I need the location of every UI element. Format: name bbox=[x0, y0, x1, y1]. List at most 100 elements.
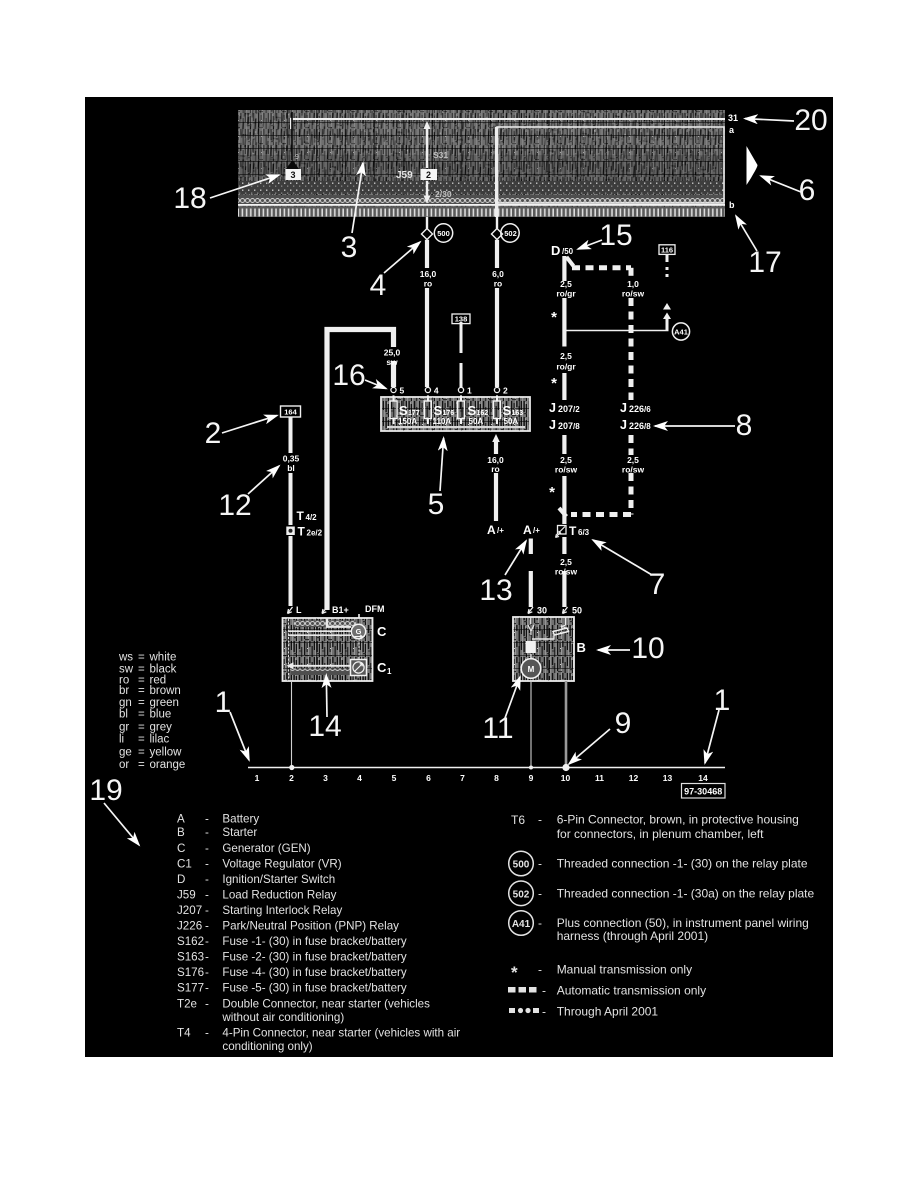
svg-text:6: 6 bbox=[799, 174, 816, 207]
svg-text:15: 15 bbox=[599, 219, 632, 252]
svg-text:/2: /2 bbox=[573, 405, 580, 414]
svg-text:226: 226 bbox=[629, 421, 644, 431]
svg-text:S162: S162 bbox=[177, 935, 204, 948]
svg-text:11: 11 bbox=[595, 773, 604, 783]
svg-text:226: 226 bbox=[629, 404, 644, 414]
svg-text:8: 8 bbox=[494, 773, 499, 783]
svg-text:red: red bbox=[150, 675, 167, 687]
svg-text:2e/2: 2e/2 bbox=[307, 529, 323, 538]
svg-text:J207: J207 bbox=[177, 904, 202, 917]
svg-text:or: or bbox=[119, 759, 129, 771]
svg-text:=: = bbox=[138, 685, 145, 697]
svg-text:10: 10 bbox=[561, 773, 571, 783]
svg-text:2,5: 2,5 bbox=[560, 351, 572, 361]
svg-text:B: B bbox=[177, 826, 185, 839]
svg-text:M: M bbox=[528, 665, 535, 674]
svg-text:J226: J226 bbox=[177, 920, 202, 933]
svg-text:6,0: 6,0 bbox=[492, 269, 504, 279]
svg-text:-: - bbox=[538, 962, 542, 976]
svg-text:Fuse -1- (30) in fuse bracket/: Fuse -1- (30) in fuse bracket/battery bbox=[222, 935, 406, 948]
svg-text:1: 1 bbox=[387, 667, 392, 676]
svg-text:/6: /6 bbox=[644, 405, 651, 414]
svg-text:*: * bbox=[511, 963, 518, 982]
svg-text:ro/gr: ro/gr bbox=[556, 362, 576, 372]
svg-text:J: J bbox=[549, 401, 556, 415]
svg-text:17: 17 bbox=[748, 246, 781, 279]
svg-text:J59: J59 bbox=[396, 170, 413, 181]
svg-text:/8: /8 bbox=[644, 422, 651, 431]
svg-text:B1+: B1+ bbox=[332, 605, 349, 615]
svg-text:Voltage Regulator (VR): Voltage Regulator (VR) bbox=[222, 858, 341, 871]
svg-text:J: J bbox=[620, 401, 627, 415]
svg-text:=: = bbox=[138, 663, 145, 675]
svg-text:138: 138 bbox=[455, 315, 468, 324]
svg-text:DFM: DFM bbox=[365, 604, 385, 614]
svg-text:1: 1 bbox=[714, 684, 731, 717]
svg-text:Plus connection (50), in instr: Plus connection (50), in instrument pane… bbox=[557, 916, 809, 930]
svg-text:ro/sw: ro/sw bbox=[555, 567, 578, 577]
svg-text:-: - bbox=[538, 886, 542, 900]
svg-text:4: 4 bbox=[357, 773, 362, 783]
svg-text:16,0: 16,0 bbox=[487, 455, 504, 465]
svg-text:110A: 110A bbox=[433, 417, 452, 426]
svg-text:-: - bbox=[205, 842, 209, 855]
svg-text:16,0: 16,0 bbox=[420, 269, 437, 279]
svg-text:*: * bbox=[549, 484, 555, 501]
svg-text:black: black bbox=[150, 663, 177, 675]
svg-text:3: 3 bbox=[323, 773, 328, 783]
svg-text:D: D bbox=[551, 243, 560, 258]
svg-text:Fuse -4- (30) in fuse bracket/: Fuse -4- (30) in fuse bracket/battery bbox=[222, 966, 406, 979]
svg-text:-: - bbox=[205, 889, 209, 902]
svg-text:S163: S163 bbox=[177, 951, 204, 964]
svg-text:2: 2 bbox=[503, 386, 508, 396]
svg-text:/+: /+ bbox=[497, 526, 504, 535]
svg-text:Generator (GEN): Generator (GEN) bbox=[222, 842, 310, 855]
svg-text:D: D bbox=[177, 873, 185, 886]
svg-text:-: - bbox=[205, 998, 209, 1011]
svg-text:2,5: 2,5 bbox=[627, 455, 639, 465]
svg-text:=: = bbox=[138, 652, 145, 664]
svg-text:Threaded connection -1- (30a): Threaded connection -1- (30a) on the rel… bbox=[557, 886, 815, 900]
svg-text:ro: ro bbox=[424, 279, 433, 289]
svg-text:-: - bbox=[538, 813, 542, 827]
svg-text:2,5: 2,5 bbox=[560, 455, 572, 465]
svg-text:harness (through April 2001): harness (through April 2001) bbox=[557, 929, 708, 943]
svg-text:5: 5 bbox=[392, 773, 397, 783]
svg-text:Through April 2001: Through April 2001 bbox=[557, 1004, 659, 1018]
svg-text:sw: sw bbox=[119, 663, 134, 675]
svg-text:5: 5 bbox=[428, 488, 445, 521]
svg-text:A: A bbox=[523, 523, 532, 537]
svg-text:9: 9 bbox=[295, 154, 299, 161]
svg-text:-: - bbox=[205, 935, 209, 948]
svg-text:ro/sw: ro/sw bbox=[555, 465, 578, 475]
svg-text:J: J bbox=[549, 418, 556, 432]
svg-text:=: = bbox=[138, 722, 145, 734]
svg-text:6-Pin Connector, brown, in pro: 6-Pin Connector, brown, in protective ho… bbox=[557, 813, 799, 827]
svg-text:4-Pin Connector, near starter: 4-Pin Connector, near starter (vehicles … bbox=[222, 1027, 460, 1040]
svg-text:150A: 150A bbox=[398, 417, 417, 426]
svg-text:li: li bbox=[119, 734, 124, 746]
svg-text:-: - bbox=[205, 966, 209, 979]
svg-text:=: = bbox=[138, 759, 145, 771]
svg-text:without air conditioning): without air conditioning) bbox=[221, 1011, 344, 1024]
svg-text:2,5: 2,5 bbox=[560, 557, 572, 567]
svg-text:white: white bbox=[149, 652, 177, 664]
svg-text:2: 2 bbox=[289, 773, 294, 783]
svg-text:13: 13 bbox=[479, 574, 512, 607]
svg-text:207: 207 bbox=[558, 421, 573, 431]
svg-text:9: 9 bbox=[529, 773, 534, 783]
svg-text:9: 9 bbox=[615, 707, 632, 740]
svg-text:-: - bbox=[205, 858, 209, 871]
svg-text:S: S bbox=[503, 403, 512, 418]
svg-text:25,0: 25,0 bbox=[384, 348, 401, 358]
svg-text:sw: sw bbox=[386, 357, 398, 367]
svg-text:13: 13 bbox=[663, 773, 673, 783]
svg-text:S177: S177 bbox=[177, 982, 204, 995]
svg-text:4: 4 bbox=[434, 386, 439, 396]
svg-text:207: 207 bbox=[558, 404, 573, 414]
svg-text:162: 162 bbox=[477, 410, 489, 417]
svg-text:for connectors, in plenum cham: for connectors, in plenum chamber, left bbox=[557, 827, 764, 841]
svg-text:br: br bbox=[119, 685, 129, 697]
svg-text:conditioning only): conditioning only) bbox=[222, 1040, 312, 1053]
svg-text:lilac: lilac bbox=[150, 734, 170, 746]
